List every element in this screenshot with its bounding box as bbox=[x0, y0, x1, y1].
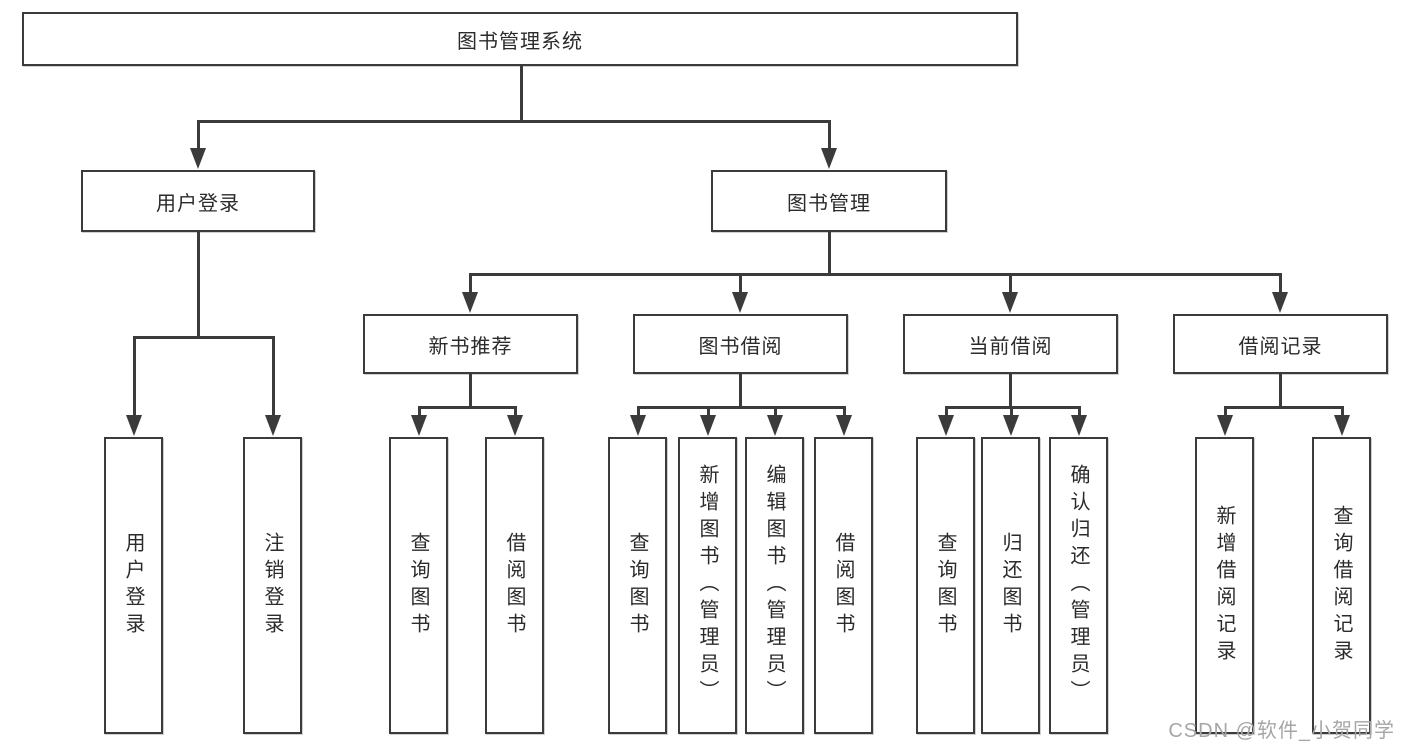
node-user-login: 用户登录 bbox=[81, 170, 315, 232]
connector-line bbox=[272, 336, 275, 418]
watermark-text: CSDN @软件_小贺同学 bbox=[1168, 720, 1395, 742]
node-new-book-recommend: 新书推荐 bbox=[363, 314, 578, 374]
arrowhead-down bbox=[462, 292, 478, 313]
arrowhead-down bbox=[732, 292, 748, 313]
node-book-borrow: 图书借阅 bbox=[633, 314, 848, 374]
connector-line bbox=[469, 374, 472, 406]
leaf-query-borrow-record: 查询借阅记录 bbox=[1312, 437, 1371, 734]
connector-line bbox=[469, 273, 472, 295]
arrowhead-down bbox=[821, 148, 837, 169]
connector-line bbox=[197, 120, 831, 123]
arrowhead-down bbox=[1071, 415, 1087, 436]
connector-line bbox=[418, 406, 421, 418]
connector-line bbox=[828, 232, 831, 273]
arrowhead-down bbox=[836, 415, 852, 436]
arrowhead-down bbox=[767, 415, 783, 436]
leaf-borrow-books: 借阅图书 bbox=[814, 437, 873, 734]
connector-line bbox=[197, 120, 200, 151]
connector-line bbox=[133, 336, 136, 418]
leaf-add-books-admin: 新增图书（管理员） bbox=[678, 437, 737, 734]
connector-line bbox=[1010, 406, 1013, 418]
connector-line bbox=[828, 120, 831, 151]
leaf-edit-books-admin: 编辑图书（管理员） bbox=[745, 437, 804, 734]
arrowhead-down bbox=[265, 415, 281, 436]
connector-line bbox=[1009, 374, 1012, 406]
connector-line bbox=[1224, 406, 1227, 418]
connector-line bbox=[1224, 406, 1344, 409]
arrowhead-down bbox=[1217, 415, 1233, 436]
node-book-management: 图书管理 bbox=[711, 170, 947, 232]
leaf-logout: 注销登录 bbox=[243, 437, 302, 734]
arrowhead-down bbox=[190, 148, 206, 169]
connector-line bbox=[418, 406, 517, 409]
connector-line bbox=[1279, 374, 1282, 406]
connector-line bbox=[774, 406, 777, 418]
connector-line bbox=[945, 406, 1081, 409]
connector-line bbox=[514, 406, 517, 418]
connector-line bbox=[707, 406, 710, 418]
connector-line bbox=[1341, 406, 1344, 418]
connector-line bbox=[1009, 273, 1012, 295]
connector-line bbox=[469, 273, 1282, 276]
connector-line bbox=[843, 406, 846, 418]
leaf-add-borrow-record: 新增借阅记录 bbox=[1195, 437, 1254, 734]
leaf-confirm-return-admin: 确认归还（管理员） bbox=[1049, 437, 1108, 734]
connector-line bbox=[739, 273, 742, 295]
node-borrow-records: 借阅记录 bbox=[1173, 314, 1388, 374]
arrowhead-down bbox=[700, 415, 716, 436]
connector-line bbox=[637, 406, 640, 418]
arrowhead-down bbox=[411, 415, 427, 436]
arrowhead-down bbox=[507, 415, 523, 436]
arrowhead-down bbox=[630, 415, 646, 436]
leaf-return-books: 归还图书 bbox=[981, 437, 1040, 734]
connector-line bbox=[520, 66, 523, 120]
connector-line bbox=[637, 406, 846, 409]
arrowhead-down bbox=[126, 415, 142, 436]
arrowhead-down bbox=[938, 415, 954, 436]
arrowhead-down bbox=[1003, 415, 1019, 436]
node-root-system: 图书管理系统 bbox=[22, 12, 1018, 66]
node-current-borrow: 当前借阅 bbox=[903, 314, 1118, 374]
leaf-query-books-borrow: 查询图书 bbox=[608, 437, 667, 734]
connector-line bbox=[739, 374, 742, 406]
connector-line bbox=[945, 406, 948, 418]
leaf-user-login: 用户登录 bbox=[104, 437, 163, 734]
arrowhead-down bbox=[1002, 292, 1018, 313]
connector-line bbox=[197, 232, 200, 336]
connector-line bbox=[1078, 406, 1081, 418]
leaf-query-books-current: 查询图书 bbox=[916, 437, 975, 734]
connector-line bbox=[133, 336, 275, 339]
leaf-query-books-recommend: 查询图书 bbox=[389, 437, 448, 734]
arrowhead-down bbox=[1334, 415, 1350, 436]
arrowhead-down bbox=[1272, 292, 1288, 313]
leaf-borrow-books-recommend: 借阅图书 bbox=[485, 437, 544, 734]
connector-line bbox=[1279, 273, 1282, 295]
